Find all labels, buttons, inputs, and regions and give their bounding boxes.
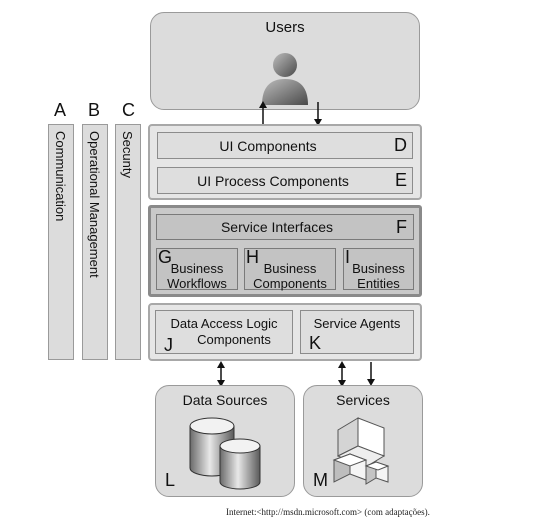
ui-process-box: UI Process Components E: [157, 167, 413, 194]
ui-components-letter: D: [394, 135, 407, 155]
database-icon: [189, 417, 261, 490]
presentation-layer: UI Components D UI Process Components E: [148, 124, 422, 200]
data-layer-arrows: [217, 361, 375, 387]
security-label: Secunty: [120, 131, 135, 178]
service-agents-label: Service Agents: [313, 316, 401, 331]
ui-components-label: UI Components: [219, 137, 317, 154]
communication-column: Communication: [48, 124, 74, 360]
business-components-letter: H: [246, 247, 259, 267]
ui-components-box: UI Components D: [157, 132, 413, 159]
business-layer: Service Interfaces F G Business Workflow…: [148, 205, 422, 297]
service-interfaces-letter: F: [396, 217, 407, 237]
business-workflows-letter: G: [158, 247, 173, 267]
ui-process-letter: E: [394, 170, 407, 190]
side-letter-c: C: [122, 100, 135, 120]
users-presentation-arrows: [259, 101, 322, 126]
communication-label: Communication: [53, 131, 68, 222]
service-interfaces-label: Service Interfaces: [220, 219, 334, 235]
data-layer: Data Access Logic Components J Service A…: [148, 303, 422, 361]
business-components-line1: Business: [263, 261, 317, 276]
services-box: Services M: [303, 385, 423, 497]
data-sources-title: Data Sources: [182, 392, 268, 408]
users-box: Users: [150, 12, 420, 110]
services-letter: M: [313, 470, 328, 490]
users-title: Users: [265, 19, 305, 36]
business-workflows-box: G Business Workflows: [156, 247, 238, 291]
operational-management-label: Operational Management: [87, 131, 102, 278]
service-agents-letter: K: [309, 333, 322, 353]
services-title: Services: [336, 392, 390, 408]
data-access-line1: Data Access Logic: [170, 316, 278, 331]
business-entities-line1: Business: [352, 261, 405, 276]
business-components-box: H Business Components: [244, 247, 336, 291]
data-sources-letter: L: [165, 470, 176, 490]
side-letter-b: B: [88, 100, 101, 120]
source-caption: Internet:<http://msdn.microsoft.com> (co…: [226, 507, 430, 517]
business-workflows-line2: Workflows: [167, 276, 227, 291]
user-icon: [262, 53, 308, 105]
data-access-box: Data Access Logic Components J: [155, 310, 293, 355]
data-access-line2: Components: [197, 332, 271, 347]
side-letter-a: A: [54, 100, 67, 120]
services-cubes-icon: [332, 417, 390, 485]
service-interfaces-box: Service Interfaces F: [156, 214, 414, 240]
service-agents-box: Service Agents K: [300, 310, 414, 354]
security-column: Secunty: [115, 124, 141, 360]
business-entities-box: I Business Entities: [343, 247, 414, 291]
business-workflows-line1: Business: [170, 261, 224, 276]
business-components-line2: Components: [253, 276, 327, 291]
ui-process-label: UI Process Components: [197, 172, 349, 189]
business-entities-letter: I: [345, 247, 351, 267]
business-entities-line2: Entities: [357, 276, 400, 291]
data-sources-box: Data Sources L: [155, 385, 295, 497]
data-access-letter: J: [164, 335, 173, 355]
operational-management-column: Operational Management: [82, 124, 108, 360]
